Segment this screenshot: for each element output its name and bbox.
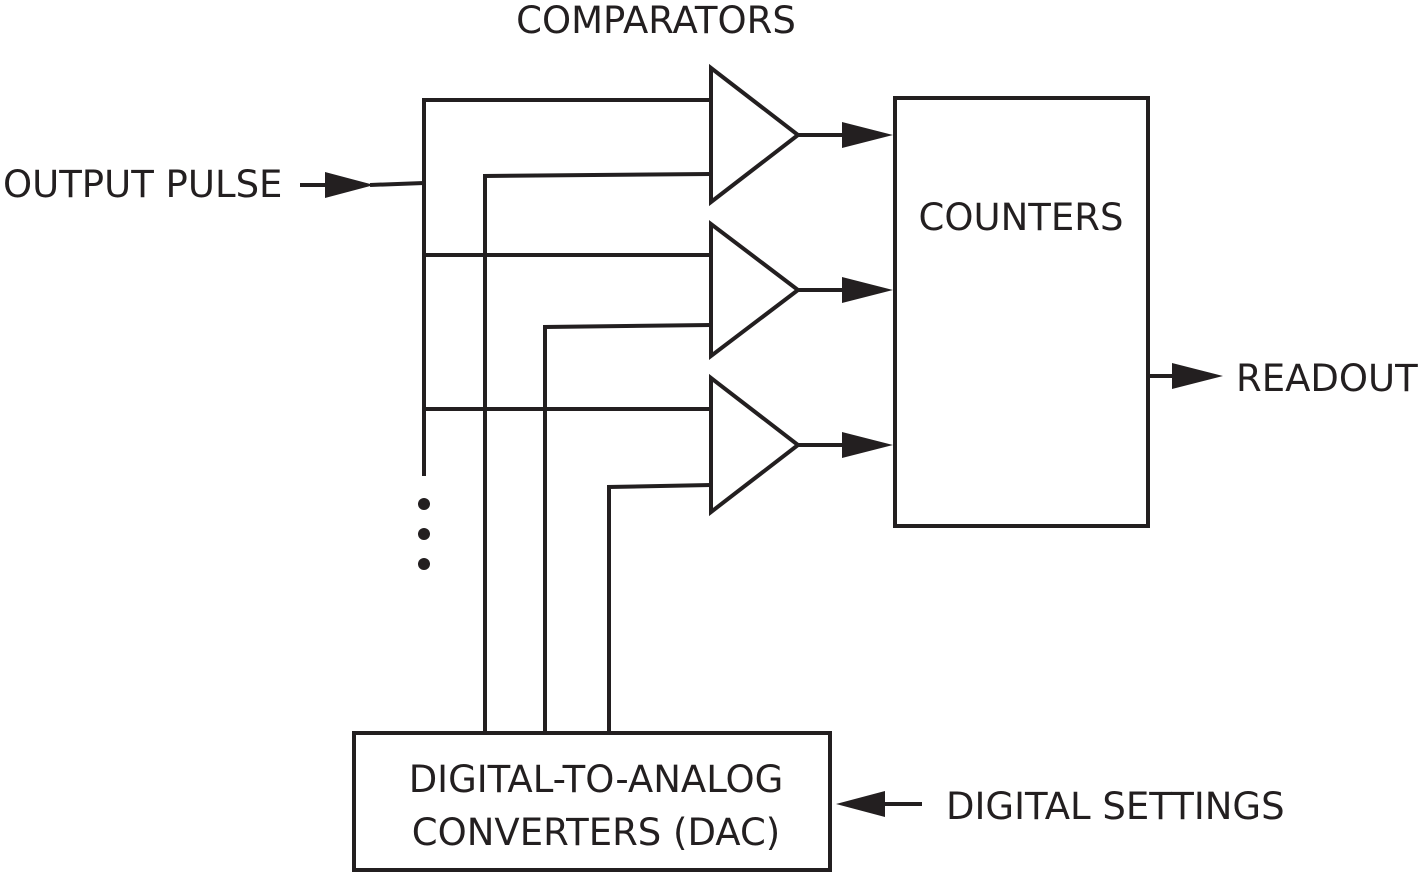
readout-label: READOUT bbox=[1236, 357, 1418, 400]
dac-reference-wire-2 bbox=[543, 323, 712, 733]
output-pulse-join-wire bbox=[369, 181, 425, 187]
continuation-dot-1 bbox=[418, 498, 430, 510]
comparator-1-symbol bbox=[709, 63, 802, 207]
comparator-1-output-arrow-icon bbox=[842, 122, 893, 148]
output-pulse-arrow-icon bbox=[325, 172, 374, 198]
digital-settings-arrow-icon bbox=[836, 791, 885, 817]
comparator-2-output-arrow-icon bbox=[842, 277, 893, 303]
digital-settings-label: DIGITAL SETTINGS bbox=[946, 785, 1285, 828]
readout-arrow-icon bbox=[1172, 363, 1223, 389]
dac-block bbox=[352, 731, 832, 872]
comparators-label: COMPARATORS bbox=[516, 0, 796, 42]
counters-block bbox=[893, 96, 1150, 528]
dac-reference-wire-3 bbox=[607, 483, 712, 733]
comparator-3-output-arrow-icon bbox=[842, 432, 893, 458]
comparator-2-symbol bbox=[709, 219, 802, 361]
output-pulse-label: OUTPUT PULSE bbox=[3, 163, 282, 206]
comparator-3-symbol bbox=[709, 373, 802, 517]
continuation-dot-2 bbox=[418, 528, 430, 540]
continuation-dot-3 bbox=[418, 558, 430, 570]
dac-reference-wire-1 bbox=[483, 172, 712, 733]
dac-label-line2: CONVERTERS (DAC) bbox=[412, 811, 780, 854]
counters-label: COUNTERS bbox=[919, 196, 1124, 239]
dac-label-line1: DIGITAL-TO-ANALOG bbox=[409, 758, 784, 801]
